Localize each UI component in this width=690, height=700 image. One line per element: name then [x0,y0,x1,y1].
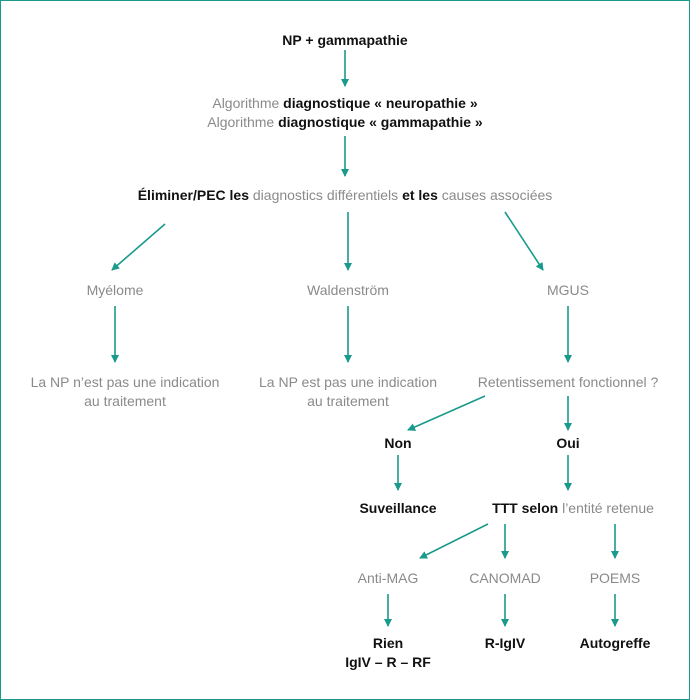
waldenstrom-label: Waldenström [307,282,389,298]
antimag-result-line2: IgIV – R – RF [345,654,431,670]
eliminate-part4: causes associées [441,187,553,203]
poems-result: Autogreffe [579,635,651,651]
node-antimag: Anti-MAG [338,569,438,588]
node-poems: POEMS [565,569,665,588]
node-retentissement: Retentissement fonctionnel ? [458,373,678,392]
algo1-prefix: Algorithme [212,95,280,111]
algo2-prefix: Algorithme [207,114,275,130]
eliminate-part2: diagnostics différentiels [252,187,399,203]
node-eliminate: Éliminer/PEC les diagnostics différentie… [95,186,595,205]
ttt-rest: l’entité retenue [562,500,654,516]
ttt-bold: TTT selon [492,500,559,516]
myelome-outcome-line1: La NP n’est pas une indication [30,374,220,390]
eliminate-part1: Éliminer/PEC les [137,187,249,203]
poems-label: POEMS [589,570,641,586]
node-non: Non [363,434,433,453]
oui-label: Oui [556,435,580,451]
node-antimag-result: Rien IgIV – R – RF [323,634,453,672]
arrow-question-to-non [407,395,486,431]
algo1-rest: diagnostique « neuropathie » [283,95,478,111]
arrow-ttt-to-antimag [419,523,489,559]
node-root: NP + gammapathie [245,31,445,50]
node-algorithms: Algorithme diagnostique « neuropathie » … [170,94,520,132]
node-suveillance: Suveillance [338,499,458,518]
waldenstrom-outcome-line2: au traitement [307,393,389,409]
eliminate-part3: et les [402,187,438,203]
node-myelome-outcome: La NP n’est pas une indication au traite… [10,373,240,411]
mgus-question: Retentissement fonctionnel ? [477,374,659,390]
arrow-to-myelome [111,223,166,271]
algo2-rest: diagnostique « gammapathie » [278,114,483,130]
myelome-label: Myélome [86,282,144,298]
node-canomad: CANOMAD [455,569,555,588]
node-poems-result: Autogreffe [560,634,670,653]
suveillance-label: Suveillance [359,500,437,516]
node-mgus: MGUS [518,281,618,300]
node-waldenstrom-outcome: La NP est pas une indication au traiteme… [238,373,458,411]
antimag-label: Anti-MAG [357,570,419,586]
node-oui: Oui [533,434,603,453]
node-myelome: Myélome [55,281,175,300]
node-ttt: TTT selon l’entité retenue [468,499,678,518]
node-canomad-result: R-IgIV [455,634,555,653]
non-label: Non [384,435,412,451]
canomad-result: R-IgIV [484,635,526,651]
myelome-outcome-line2: au traitement [84,393,166,409]
canomad-label: CANOMAD [469,570,541,586]
algo-line-neuropathie: Algorithme diagnostique « neuropathie » [170,94,520,113]
node-waldenstrom: Waldenström [278,281,418,300]
algo-line-gammapathie: Algorithme diagnostique « gammapathie » [170,113,520,132]
mgus-label: MGUS [547,282,589,298]
root-text: NP + gammapathie [282,32,408,48]
antimag-result-line1: Rien [372,635,404,651]
waldenstrom-outcome-line1: La NP est pas une indication [259,374,437,390]
arrow-to-mgus [504,211,544,271]
